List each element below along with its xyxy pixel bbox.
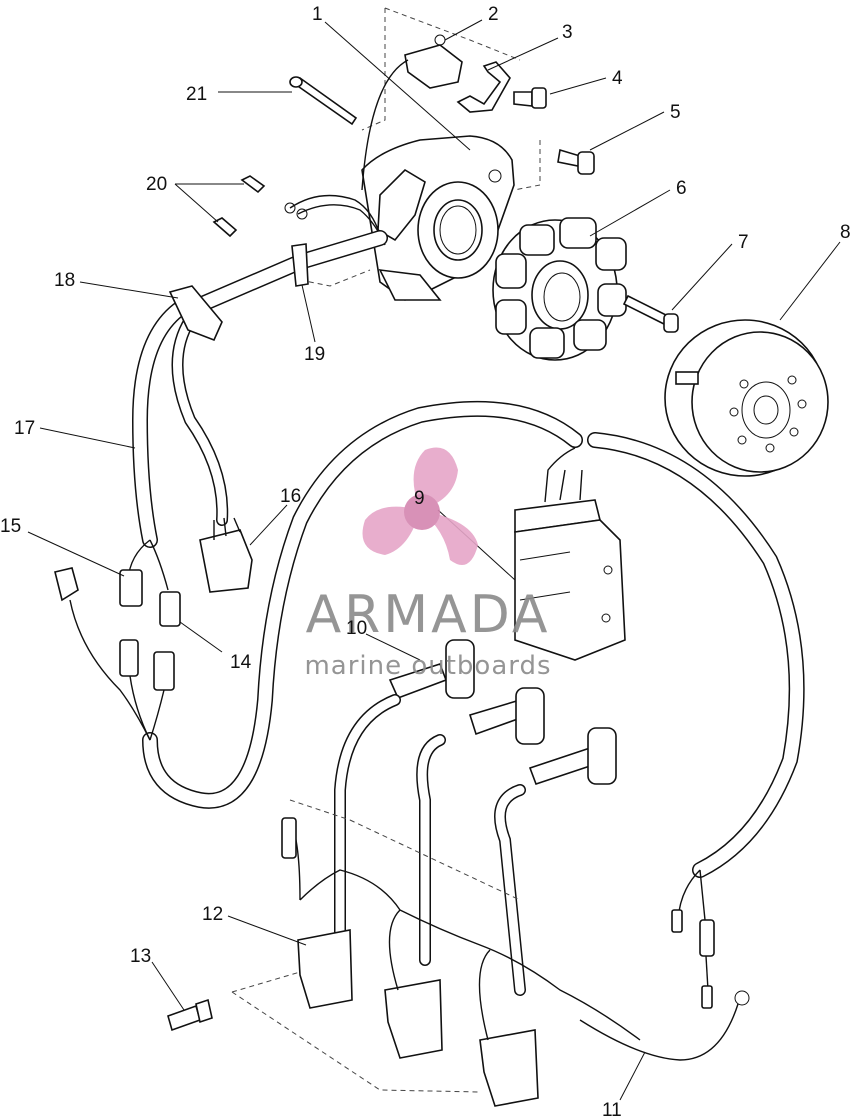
callout-3: 3: [562, 22, 573, 43]
screws-20: [212, 175, 266, 238]
screw-7: [622, 294, 679, 333]
stator-base-plate: [361, 135, 515, 301]
long-bolt-21: [289, 76, 358, 126]
connector-16: [199, 517, 253, 593]
connectors-14-15: [54, 539, 181, 741]
cable-clamp: [291, 243, 309, 287]
callout-20: 20: [146, 174, 167, 195]
ignition-coils: [281, 817, 641, 1107]
leader-lines: [27, 19, 841, 1101]
flywheel: [664, 319, 829, 477]
stator: [492, 217, 627, 361]
callout-1: 1: [312, 4, 323, 25]
callout-12: 12: [202, 904, 223, 925]
watermark-tagline: marine outboards: [304, 651, 551, 681]
callout-15: 15: [0, 516, 21, 537]
callout-13: 13: [130, 946, 151, 967]
callout-14: 14: [230, 652, 252, 673]
bracket: [456, 61, 511, 113]
callout-10: 10: [346, 618, 367, 639]
screw-5: [557, 148, 595, 175]
callout-16: 16: [280, 486, 301, 507]
callout-5: 5: [670, 102, 681, 123]
callout-9: 9: [414, 488, 425, 509]
screw-4: [513, 87, 547, 109]
reference-box-lower: [231, 799, 521, 1093]
ground-screw-13: [167, 998, 213, 1032]
grommet: [168, 285, 223, 342]
reference-box-upper: [299, 7, 541, 287]
callout-11: 11: [602, 1100, 622, 1120]
watermark-brand: ARMADA: [306, 585, 551, 645]
callout-21: 21: [186, 84, 207, 105]
propeller-logo-icon: [362, 447, 478, 565]
callout-17: 17: [14, 418, 35, 439]
watermark: ARMADA marine outboards: [304, 447, 551, 681]
callout-numbers: 1 2 3 4 5 6 7 8 9 10 11 12 13 14 15 16 1…: [0, 4, 851, 1120]
power-pack: [514, 447, 626, 661]
callout-8: 8: [840, 222, 851, 243]
callout-7: 7: [738, 232, 749, 253]
callout-2: 2: [488, 4, 499, 25]
callout-18: 18: [54, 270, 75, 291]
callout-6: 6: [676, 178, 687, 199]
main-harness: [131, 230, 805, 878]
harness-leads-11: [579, 869, 750, 1061]
spark-plug-caps: [334, 639, 617, 996]
callout-19: 19: [304, 344, 325, 365]
callout-4: 4: [612, 68, 623, 89]
